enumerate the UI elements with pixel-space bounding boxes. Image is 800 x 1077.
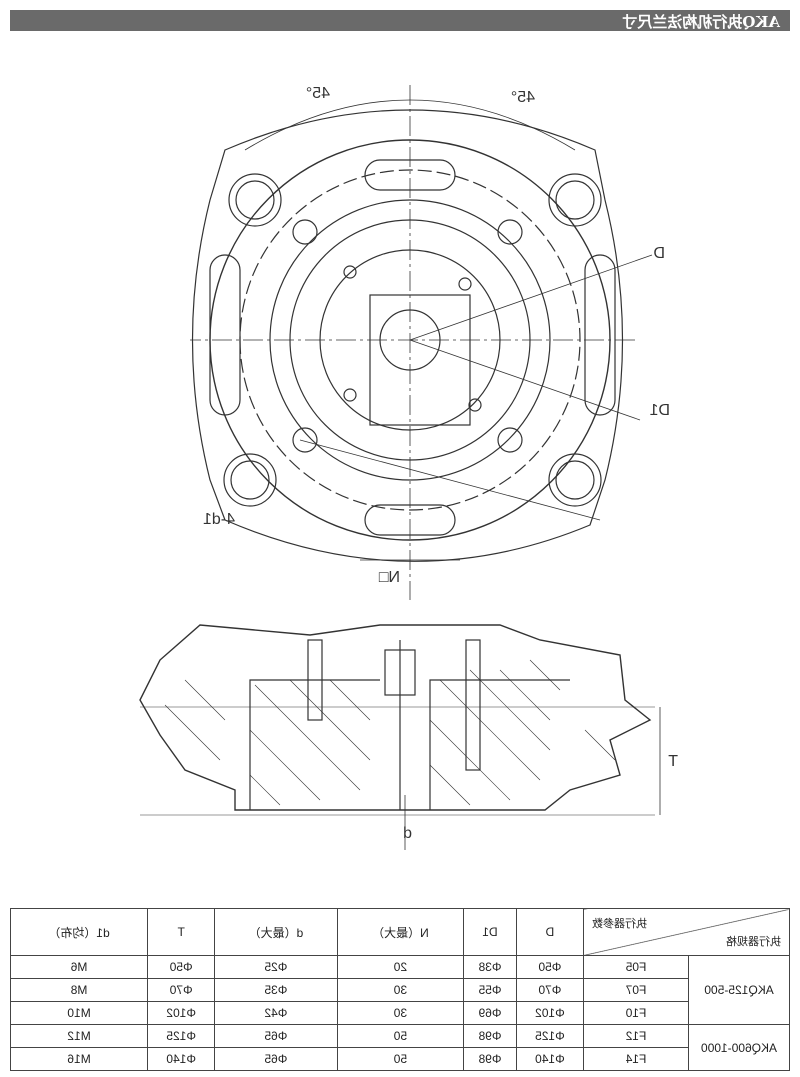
slot-left — [209, 254, 241, 416]
table-cell: Φ125 — [147, 1024, 215, 1048]
column-header: D1 — [463, 908, 517, 956]
table-cell: F12 — [583, 1024, 689, 1048]
table-cell: Φ25 — [214, 955, 338, 979]
table-header-row: 执行器参数 执行器规格 D D1 N（最大） d（最大） T d1（均布） — [10, 908, 790, 956]
drive-square — [369, 294, 471, 426]
column-header: T — [147, 908, 215, 956]
slot-right — [584, 254, 616, 416]
spec-cell: AKQ125-500 — [688, 955, 790, 1025]
d1-label: D1 — [649, 402, 670, 419]
bolt-holes — [223, 173, 602, 507]
center-lines — [190, 85, 635, 600]
table-cell: 30 — [337, 1001, 464, 1025]
table-cell: 20 — [337, 955, 464, 979]
column-header: d1（均布） — [10, 908, 148, 956]
table-cell: Φ38 — [463, 955, 517, 979]
flange-outline — [191, 109, 624, 562]
table-cell: F14 — [583, 1047, 689, 1071]
column-header: N（最大） — [337, 908, 464, 956]
table-cell: 30 — [337, 978, 464, 1002]
table-cell: Φ98 — [463, 1024, 517, 1048]
table-cell: Φ42 — [214, 1001, 338, 1025]
corner-header-cell: 执行器参数 执行器规格 — [583, 908, 790, 956]
table-cell: M10 — [10, 1001, 148, 1025]
column-header: d（最大） — [214, 908, 338, 956]
table-cell: Φ50 — [147, 955, 215, 979]
table-cell: Φ65 — [214, 1024, 338, 1048]
flange-dimension-table: 执行器参数 执行器规格 D D1 N（最大） d（最大） T d1（均布） AK… — [10, 908, 790, 1071]
table-cell: Φ102 — [516, 1001, 584, 1025]
table-cell: F10 — [583, 1001, 689, 1025]
title-bar: AKQ执行机构法兰尺寸 — [10, 10, 790, 31]
table-cell: Φ35 — [214, 978, 338, 1002]
corner-bottom-label: 执行器规格 — [726, 936, 781, 948]
table-cell: Φ70 — [147, 978, 215, 1002]
table-cell: Φ98 — [463, 1047, 517, 1071]
top-view: 45° 45° D D1 4-d1 N□ T d — [190, 85, 678, 850]
corner-top-label: 执行器参数 — [592, 918, 647, 930]
page-title: AKQ执行机构法兰尺寸 — [622, 13, 780, 31]
angle-label-right: 45° — [511, 89, 535, 106]
table-cell: Φ69 — [463, 1001, 517, 1025]
table-cell: M12 — [10, 1024, 148, 1048]
table-cell: Φ140 — [516, 1047, 584, 1071]
table-cell: Φ65 — [214, 1047, 338, 1071]
table-cell: Φ125 — [516, 1024, 584, 1048]
d-label: D — [653, 245, 665, 262]
table-cell: F05 — [583, 955, 689, 979]
table-cell: Φ102 — [147, 1001, 215, 1025]
holes-label: 4-d1 — [203, 511, 235, 528]
dimension-lines — [244, 99, 661, 850]
flange-drawing: 45° 45° D D1 4-d1 N□ T d — [139, 85, 678, 850]
t-label: T — [668, 753, 678, 770]
d-small-label: d — [403, 825, 412, 842]
table-cell: 50 — [337, 1047, 464, 1071]
n-label: N□ — [378, 569, 400, 586]
section-view — [139, 624, 655, 816]
spec-cell: AKQ600-1000 — [688, 1024, 790, 1071]
table-cell: F07 — [583, 978, 689, 1002]
table-cell: Φ50 — [516, 955, 584, 979]
table-cell: M8 — [10, 978, 148, 1002]
column-header: D — [516, 908, 584, 956]
angle-label-left: 45° — [306, 85, 330, 102]
table-cell: Φ70 — [516, 978, 584, 1002]
table-cell: Φ140 — [147, 1047, 215, 1071]
table-cell: M6 — [10, 955, 148, 979]
table-cell: 50 — [337, 1024, 464, 1048]
table-cell: M16 — [10, 1047, 148, 1071]
table-cell: Φ55 — [463, 978, 517, 1002]
